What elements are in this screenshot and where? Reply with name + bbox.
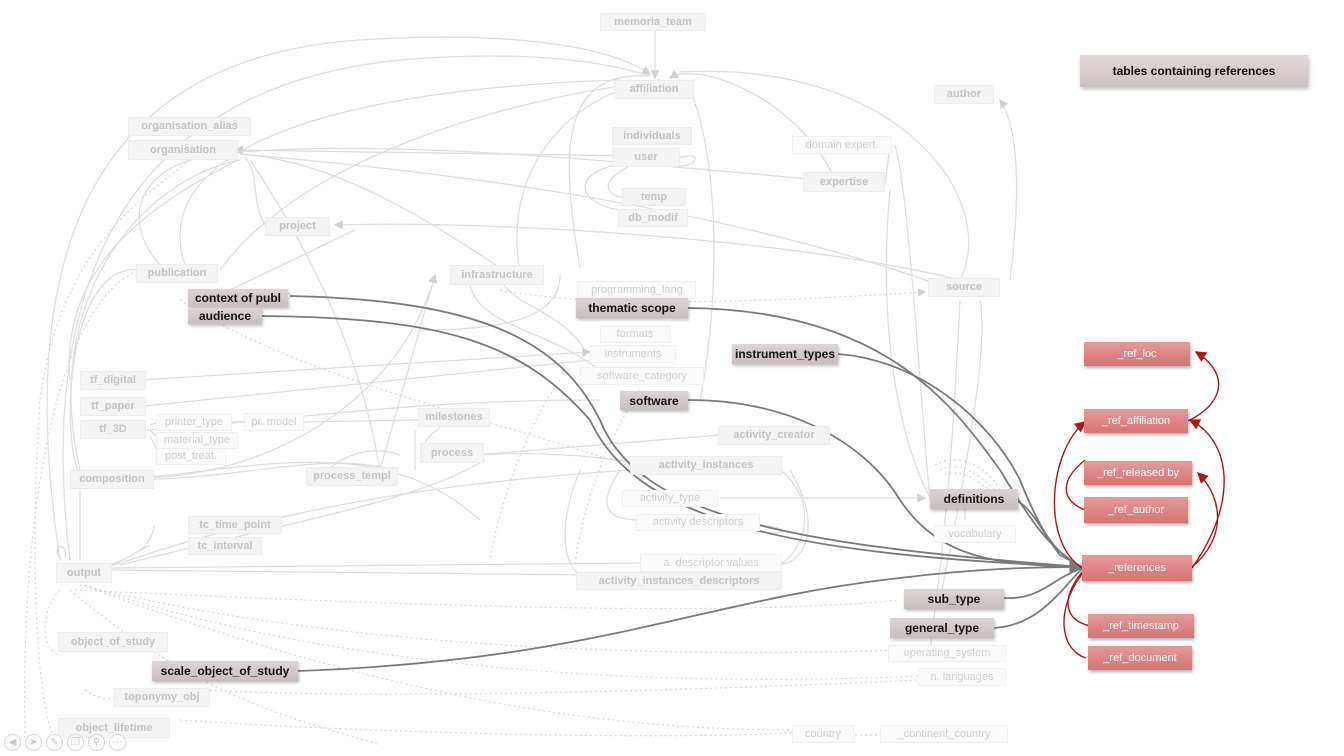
node-instruments[interactable]: instruments: [590, 345, 676, 363]
pen-icon[interactable]: ✎: [46, 734, 63, 751]
node-post-treat[interactable]: post_treat.: [156, 448, 226, 465]
node-activity-descriptors[interactable]: activity descriptors: [636, 514, 760, 531]
node-activity-creator[interactable]: activity_creator: [718, 426, 830, 445]
node-composition[interactable]: composition: [70, 470, 154, 489]
node-continent-country[interactable]: _continent_country: [880, 725, 1008, 743]
more-icon[interactable]: ⋯: [109, 734, 126, 751]
zoom-icon[interactable]: ⚲: [88, 734, 105, 751]
node-ref-loc[interactable]: _ref_loc: [1084, 342, 1190, 366]
node-software[interactable]: software: [620, 391, 688, 410]
node-infrastructure[interactable]: infrastructure: [450, 265, 544, 285]
node-organisation[interactable]: organisation: [128, 140, 238, 160]
node-definitions[interactable]: definitions: [930, 489, 1018, 509]
node-software-category[interactable]: software_category: [580, 367, 704, 385]
pointer-icon[interactable]: ➤: [25, 734, 42, 751]
node-ref-document[interactable]: _ref_document: [1088, 646, 1192, 670]
viewer-toolbar: ◀ ➤ ✎ ❐ ⚲ ⋯: [4, 734, 126, 751]
node-project[interactable]: project: [265, 217, 330, 236]
node-process-templ[interactable]: process_templ: [306, 467, 398, 486]
legend-tables-containing-references: tables containing references: [1080, 55, 1308, 87]
node-activity-instances-descriptors[interactable]: activity_instances_descriptors: [576, 572, 782, 590]
node-db-modif[interactable]: db_modif: [618, 209, 688, 227]
node-expertise[interactable]: expertise: [803, 172, 885, 192]
back-icon[interactable]: ◀: [4, 734, 21, 751]
node-formats[interactable]: formats: [600, 326, 670, 343]
node-thematic-scope[interactable]: thematic scope: [576, 298, 688, 318]
node-activity-type[interactable]: activity_type: [622, 490, 718, 507]
node-country[interactable]: country: [792, 725, 854, 743]
node-audience[interactable]: audience: [188, 308, 262, 324]
node-vocabulary[interactable]: vocabulary: [934, 525, 1016, 543]
node-tf-3d[interactable]: tf_3D: [80, 420, 146, 439]
node-tf-digital[interactable]: tf_digital: [80, 371, 146, 390]
node-temp[interactable]: temp: [622, 188, 686, 206]
node-author[interactable]: author: [934, 85, 994, 104]
node-n-languages[interactable]: n. languages: [918, 668, 1006, 686]
node-activity-instances[interactable]: activity_instances: [630, 456, 782, 475]
node-user[interactable]: user: [612, 148, 680, 167]
node-organisation-alias[interactable]: organisation_alias: [128, 117, 251, 136]
reference-edges: [261, 295, 1084, 672]
node-publication[interactable]: publication: [136, 264, 218, 283]
node-affiliation[interactable]: affiliation: [614, 80, 694, 99]
node-sub-type[interactable]: sub_type: [904, 589, 1004, 609]
node-context-of-publ[interactable]: context of publ: [188, 289, 288, 307]
node-instrument-types[interactable]: instrument_types: [732, 344, 838, 364]
node-material-type[interactable]: material_type: [156, 432, 238, 449]
node-ref-timestamp[interactable]: _ref_timestamp: [1088, 614, 1194, 638]
node-general-type[interactable]: general_type: [890, 618, 994, 638]
node-domain-expert[interactable]: domain expert.: [792, 136, 892, 154]
node-ref-released-by[interactable]: _ref_released by: [1084, 461, 1192, 485]
node-tf-paper[interactable]: tf_paper: [80, 397, 146, 416]
node-object-of-study[interactable]: object_of_study: [58, 632, 168, 652]
node-pr-model[interactable]: pr. model: [244, 413, 304, 431]
node-tc-time-point[interactable]: tc_time_point: [188, 516, 282, 534]
node-references[interactable]: _references: [1082, 555, 1192, 581]
node-scale-object-of-study[interactable]: scale_object_of_study: [152, 661, 298, 681]
node-milestones[interactable]: milestones: [418, 408, 490, 427]
node-source[interactable]: source: [928, 278, 1000, 297]
node-individuals[interactable]: individuals: [612, 127, 692, 145]
node-printer-type[interactable]: printer_type: [156, 414, 232, 431]
dotted-edges: [24, 159, 1001, 746]
node-ref-author[interactable]: _ref_author: [1084, 497, 1188, 523]
node-ref-affiliation[interactable]: _ref_affiliation: [1084, 409, 1188, 433]
copy-icon[interactable]: ❐: [67, 734, 84, 751]
node-toponymy-obj[interactable]: toponymy_obj: [114, 688, 210, 707]
node-output[interactable]: output: [56, 563, 112, 583]
red-edges: [1053, 351, 1225, 659]
node-process[interactable]: process: [420, 443, 484, 463]
node-a-descriptor-values[interactable]: a. descriptor values: [640, 554, 782, 572]
node-tc-interval[interactable]: tc_interval: [188, 537, 262, 555]
node-programming-lang[interactable]: programming_lang: [578, 281, 696, 299]
node-operating-system[interactable]: operating_system: [888, 645, 1006, 662]
node-memoria-team[interactable]: memoria_team: [600, 13, 706, 31]
